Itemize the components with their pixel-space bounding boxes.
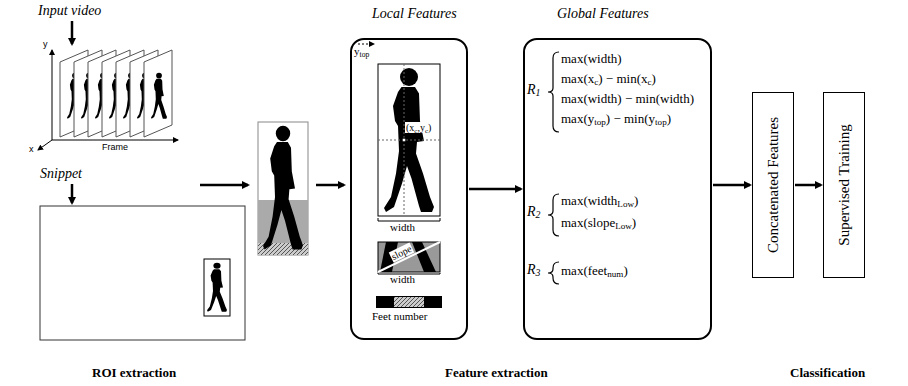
dimension-label: width — [390, 273, 415, 285]
formula: max(width) − min(width) — [561, 92, 694, 106]
x-axis — [38, 140, 52, 150]
crop-frame — [258, 122, 308, 255]
box-label: Supervised Training — [836, 124, 853, 245]
y-axis — [52, 50, 53, 140]
subscript: c — [594, 77, 598, 87]
flow-arrow — [469, 188, 521, 191]
formula: max(ytop) − min(ytop) — [561, 112, 671, 126]
feature-label: Feet number — [372, 310, 427, 322]
subscript: num — [607, 269, 623, 279]
feature-label: ytop — [354, 45, 369, 57]
centroid-label: (xc,yc) — [405, 122, 432, 133]
subscript: Low — [617, 199, 634, 209]
frame-stack — [60, 50, 172, 137]
panel-title: Global Features — [557, 6, 649, 21]
roi-box — [204, 259, 230, 316]
dimension-label: width — [390, 221, 415, 233]
subscript: Low — [615, 221, 632, 231]
flow-arrow — [200, 184, 248, 187]
process-box: Supervised Training — [823, 92, 865, 278]
feature-panel: Global FeaturesR1max(width)max(xc) − min… — [523, 38, 712, 340]
axis-label: x — [29, 145, 34, 155]
silhouette — [151, 73, 167, 119]
stage-label: Feature extraction — [445, 366, 548, 380]
frame-axis — [52, 140, 178, 141]
feature-panel: Local Featuresytop(xc,yc)widthslopewidth… — [350, 38, 468, 340]
subscript: 2 — [536, 209, 541, 220]
axis-label: y — [43, 40, 48, 50]
snippet-frame — [40, 206, 245, 340]
stage-label: Classification — [790, 366, 865, 380]
subscript: c — [425, 127, 428, 135]
subscript: 1 — [536, 87, 541, 98]
silhouette — [263, 126, 303, 250]
box-label: Concatenated Features — [765, 117, 782, 253]
video-frame — [144, 50, 172, 137]
group-label: R1 — [527, 82, 540, 97]
formula: max(slopeLow) — [561, 216, 636, 230]
group-label: R3 — [527, 262, 540, 277]
panel-title: Local Features — [372, 6, 457, 21]
down-arrow — [71, 184, 74, 203]
subscript: c — [414, 127, 417, 135]
stage-label: ROI extraction — [92, 366, 176, 380]
step-label: Snippet — [40, 166, 82, 181]
subscript: top — [360, 50, 370, 59]
flow-arrow — [316, 184, 344, 187]
process-box: Concatenated Features — [752, 92, 794, 278]
formula: max(xc) − min(xc) — [561, 72, 656, 86]
formula: max(feetnum) — [561, 264, 628, 278]
silhouette — [207, 263, 227, 312]
axis-label: Frame — [102, 143, 128, 153]
group-label: R2 — [527, 204, 540, 219]
subscript: 3 — [536, 267, 541, 278]
flow-arrow — [713, 184, 750, 187]
subscript: top — [594, 117, 606, 127]
subscript: top — [655, 117, 667, 127]
down-arrow — [71, 21, 74, 44]
input-label: Input video — [38, 3, 101, 18]
flow-arrow — [795, 184, 821, 187]
formula: max(widthLow) — [561, 194, 638, 208]
subscript: c — [647, 77, 651, 87]
formula: max(width) — [561, 52, 622, 66]
feature-illustration — [352, 40, 470, 342]
